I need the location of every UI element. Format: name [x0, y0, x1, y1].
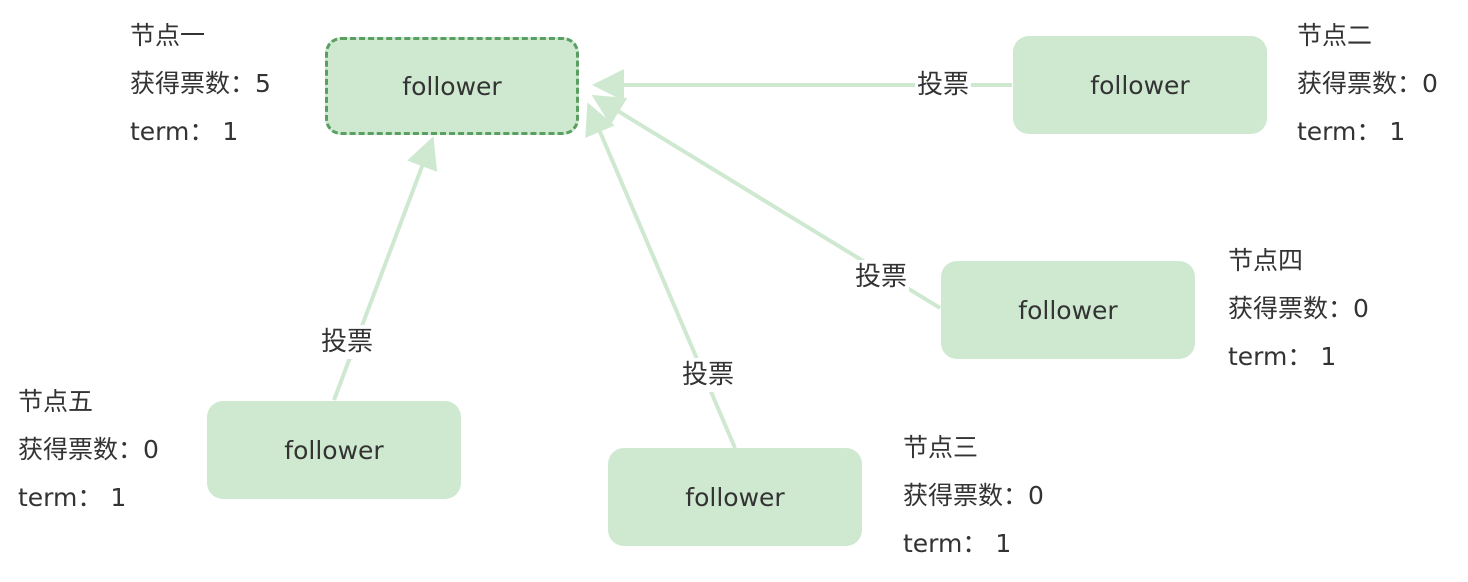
node-term: term： 1	[903, 529, 1012, 558]
node-term: term： 1	[130, 117, 239, 146]
node-role-label: follower	[685, 482, 785, 512]
node-role-label: follower	[1090, 70, 1190, 100]
node-info-3: 节点三 获得票数：0 term： 1	[903, 424, 1044, 568]
node-name: 节点一	[130, 21, 206, 50]
node-votes: 获得票数：0	[18, 435, 159, 464]
node-box-3: follower	[608, 448, 862, 546]
node-votes: 获得票数：0	[1228, 294, 1369, 323]
vote-edge-label-node5: 投票	[319, 325, 376, 359]
vote-edge-node5	[332, 136, 438, 401]
node-box-5: follower	[207, 401, 461, 499]
node-info-4: 节点四 获得票数：0 term： 1	[1228, 237, 1369, 381]
node-name: 节点四	[1228, 246, 1304, 275]
node-term: term： 1	[1297, 117, 1406, 146]
node-votes: 获得票数：0	[903, 481, 1044, 510]
node-role-label: follower	[1018, 295, 1118, 325]
node-role-label: follower	[284, 435, 384, 465]
vote-edge-label-node4: 投票	[853, 260, 910, 294]
node-name: 节点三	[903, 433, 979, 462]
node-name: 节点五	[18, 387, 94, 416]
node-info-5: 节点五 获得票数：0 term： 1	[18, 378, 159, 522]
vote-edge-node3	[585, 102, 737, 449]
node-info-2: 节点二 获得票数：0 term： 1	[1297, 12, 1438, 156]
node-votes: 获得票数：0	[1297, 69, 1438, 98]
node-role-label: follower	[402, 71, 502, 101]
node-name: 节点二	[1297, 21, 1373, 50]
node-info-1: 节点一 获得票数：5 term： 1	[130, 12, 271, 156]
node-votes: 获得票数：5	[130, 69, 271, 98]
vote-edge-label-node3: 投票	[680, 358, 737, 392]
node-box-1: follower	[325, 37, 579, 135]
node-term: term： 1	[1228, 342, 1337, 371]
node-box-4: follower	[941, 261, 1195, 359]
node-term: term： 1	[18, 483, 127, 512]
node-box-2: follower	[1013, 36, 1267, 134]
vote-edge-label-node2: 投票	[915, 68, 972, 102]
